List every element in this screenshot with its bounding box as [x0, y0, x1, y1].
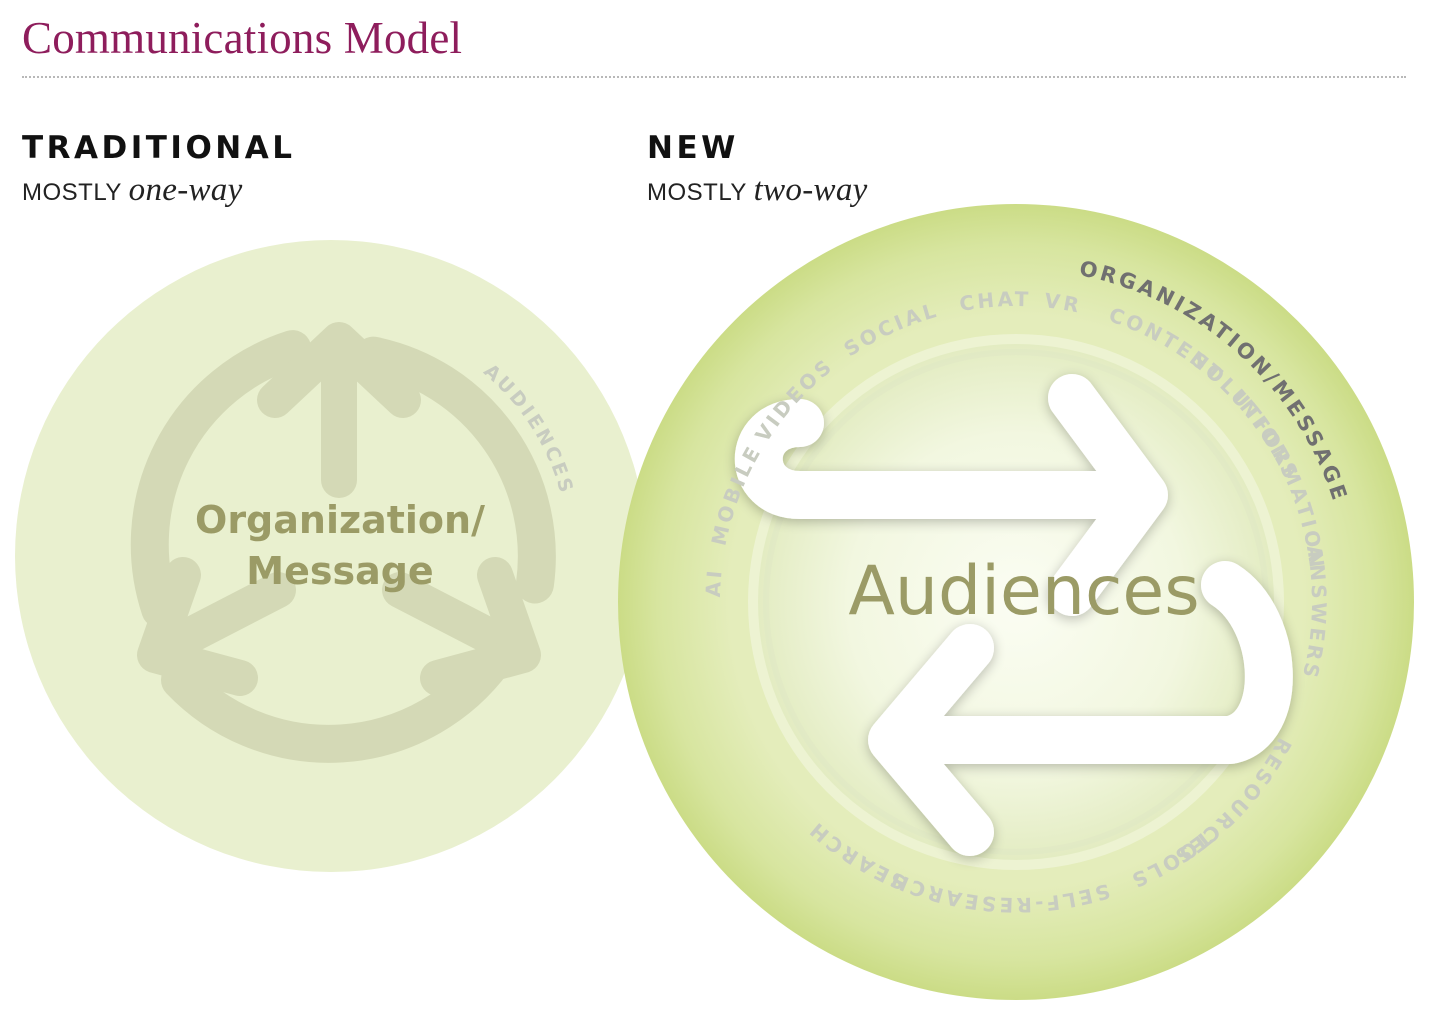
left-arrow-head-icon [137, 557, 258, 696]
cycle-arc-bottom [161, 641, 513, 763]
new-subtitle-prefix: MOSTLY [647, 179, 747, 206]
up-arrow-head-icon [257, 322, 421, 418]
new-center-label: Audiences [848, 552, 1199, 631]
two-way-arrow-icon [734, 374, 1293, 856]
title-divider [22, 76, 1406, 78]
new-subtitle-emphasis: two-way [753, 172, 868, 208]
channel-ai: AI [701, 567, 724, 598]
traditional-center-line1: Organization/ [195, 498, 485, 542]
traditional-subtitle: MOSTLY one-way [22, 172, 243, 209]
right-arrow-head-icon [420, 557, 541, 696]
new-subtitle: MOSTLY two-way [647, 172, 868, 209]
page-title: Communications Model [22, 13, 463, 63]
new-diagram: Audiences ORGANIZATION/MESSAGE AI MOBILE… [618, 204, 1414, 1000]
traditional-diagram: Organization/ Message AUDIENCES [15, 240, 647, 872]
traditional-center-line2: Message [246, 549, 433, 593]
traditional-heading: TRADITIONAL [22, 130, 296, 166]
new-heading: NEW [647, 130, 739, 166]
traditional-subtitle-emphasis: one-way [128, 172, 243, 208]
two-way-arrow-path [734, 374, 1293, 856]
channel-labels: AI [701, 567, 727, 598]
channel-label-vr-group: VR [1043, 288, 1084, 318]
cycle-arc-top-right [354, 336, 556, 604]
channel-vr: VR [1043, 288, 1081, 318]
traditional-subtitle-prefix: MOSTLY [22, 179, 122, 206]
cycle-arc-top-left [130, 330, 312, 629]
